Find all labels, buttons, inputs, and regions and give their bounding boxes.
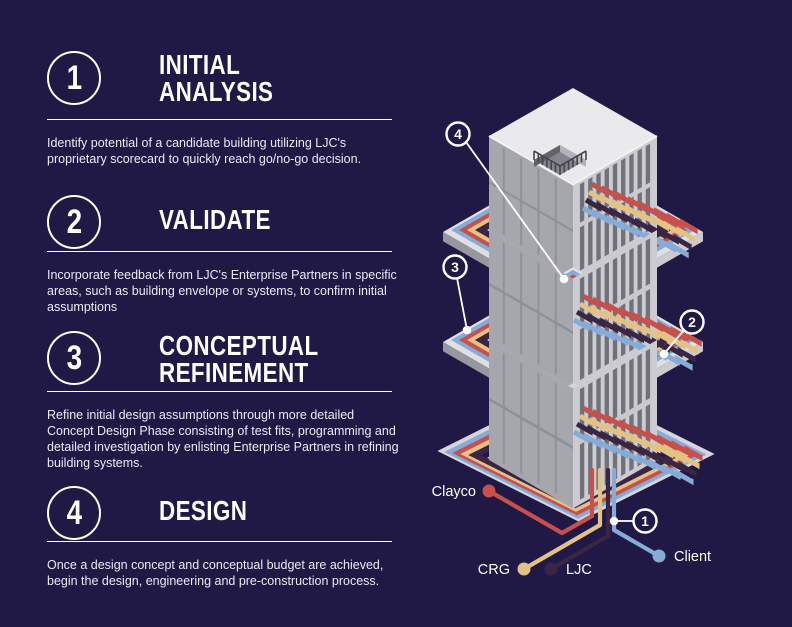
step-2-number-badge: 2 (47, 195, 101, 249)
step-2-title: VALIDATE (159, 204, 271, 235)
tower-top-section (488, 88, 658, 279)
step-3-number: 3 (66, 338, 83, 377)
clayco-dot-icon (482, 484, 496, 498)
step-3-number-badge: 3 (47, 331, 101, 385)
step-3-description: Refine initial design assumptions throug… (47, 407, 399, 470)
step-4-title: DESIGN (159, 495, 248, 526)
step-3-divider (47, 391, 392, 392)
legend-ljc: LJC (544, 562, 592, 578)
callout-2: 2 (659, 309, 705, 359)
building-illustration: Clayco CRG LJC Client 4 3 2 (430, 0, 792, 622)
step-2-divider (47, 251, 392, 252)
legend-crg-label: CRG (478, 562, 510, 578)
step-1-title: INITIAL ANALYSIS (159, 49, 274, 107)
callout-1-number: 1 (641, 513, 649, 529)
legend-client-label: Client (674, 549, 711, 565)
legend-clayco-label: Clayco (432, 484, 476, 500)
client-dot-icon (652, 549, 666, 563)
roof-railing (533, 150, 587, 175)
legend-clayco: Clayco (432, 484, 496, 500)
callout-4-number: 4 (454, 126, 462, 142)
roof (488, 88, 658, 186)
step-4-number-badge: 4 (47, 486, 101, 540)
callout-3: 3 (442, 254, 472, 335)
step-2-description: Incorporate feedback from LJC's Enterpri… (47, 267, 397, 314)
callout-1: 1 (609, 508, 658, 534)
building-spiral-svg: Clayco CRG LJC Client 4 3 2 (432, 88, 715, 578)
step-3-title: CONCEPTUAL REFINEMENT (159, 330, 319, 388)
step-4-description: Once a design concept and conceptual bud… (47, 557, 384, 588)
legend-ljc-label: LJC (566, 562, 592, 578)
step-4-number: 4 (66, 493, 83, 532)
legend-client: Client (652, 549, 711, 565)
stairs-run-bottom (572, 405, 703, 486)
legend: Clayco CRG LJC Client (432, 467, 711, 578)
step-1-number: 1 (66, 58, 83, 97)
ljc-dot-icon (544, 562, 558, 576)
stairs-run-middle (572, 293, 702, 371)
callout-4: 4 (445, 121, 569, 284)
step-2-number: 2 (66, 202, 83, 241)
crg-dot-icon (517, 562, 531, 576)
stairs-run-top (581, 181, 698, 259)
step-4-divider (47, 541, 392, 542)
callout-2-number: 2 (688, 314, 696, 330)
callout-3-number: 3 (451, 259, 459, 275)
step-1-description: Identify potential of a candidate buildi… (47, 135, 362, 166)
step-1-divider (47, 119, 392, 120)
legend-crg: CRG (478, 562, 531, 578)
step-1-number-badge: 1 (47, 51, 101, 105)
